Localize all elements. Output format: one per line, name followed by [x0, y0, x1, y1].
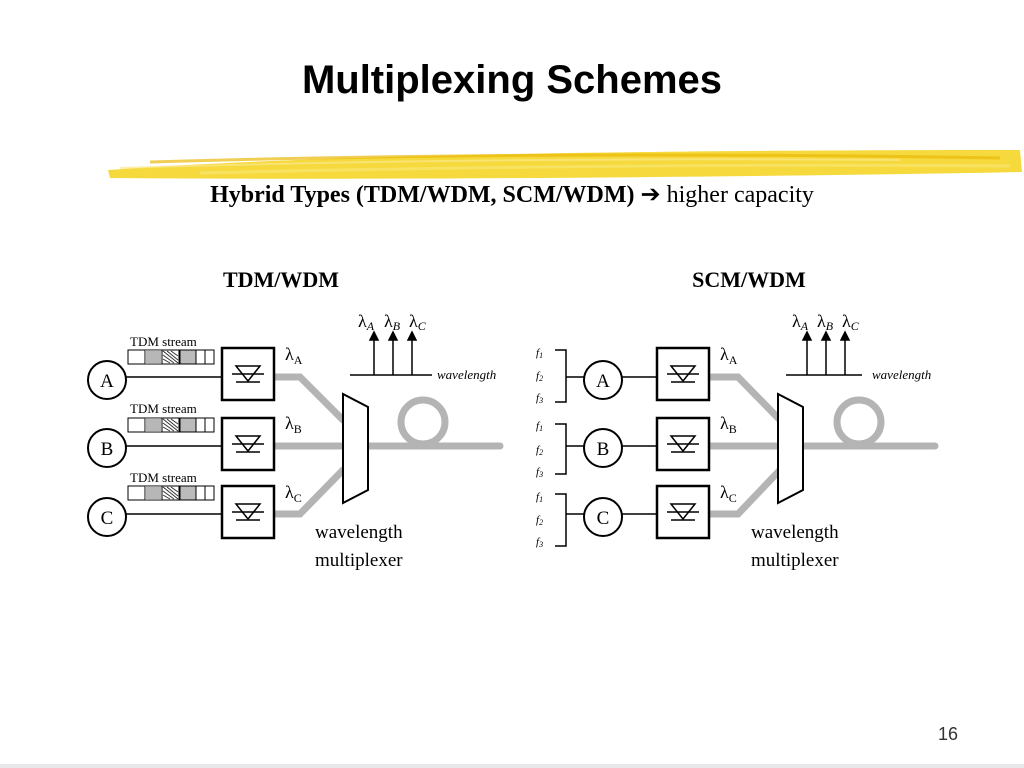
arrow-right-icon: ➔	[640, 182, 661, 208]
tdm-row-b: TDM stream B λB	[87, 401, 302, 472]
subtitle-higher-capacity: higher capacity	[666, 182, 814, 208]
svg-text:λB: λB	[720, 413, 737, 436]
svg-text:f2: f2	[536, 514, 543, 527]
tdm-spectrum: λA λB λC wavelength	[350, 311, 496, 382]
tdm-row-c: TDM stream C λC	[87, 470, 302, 540]
tdm-source-c: C	[101, 508, 114, 529]
tdm-wavelength-axis-label: wavelength	[437, 367, 496, 382]
svg-text:f3: f3	[536, 536, 543, 549]
scm-wdm-diagram: SCM/WDM λA λB λC wavelength	[536, 267, 939, 571]
scm-fibers	[706, 373, 939, 518]
tdm-source-b: B	[101, 439, 114, 460]
svg-text:f3: f3	[536, 466, 543, 479]
slide-title: Multiplexing Schemes	[301, 58, 723, 102]
scm-mux-label-2: multiplexer	[751, 550, 839, 571]
scm-spectrum: λA λB λC wavelength	[786, 311, 931, 382]
scm-row-c: f1 f2 f3 C λC	[536, 482, 737, 549]
scm-row-a: f1 f2 f3 A λA	[536, 344, 738, 405]
subtitle-hybrid-types: Hybrid Types (TDM/WDM, SCM/WDM)	[210, 182, 635, 208]
svg-text:f1: f1	[536, 420, 543, 433]
scm-source-b: B	[597, 439, 610, 460]
scm-row-b: f1 f2 f3 B λB	[536, 413, 737, 479]
footer-divider	[0, 764, 1024, 768]
svg-text:λA: λA	[358, 311, 375, 333]
svg-text:λB: λB	[817, 311, 834, 333]
tdm-wavelength-multiplexer	[342, 392, 369, 505]
scm-wavelength-axis-label: wavelength	[872, 367, 931, 382]
tdm-source-a: A	[100, 371, 114, 392]
tdm-row-a: TDM stream A λA	[87, 334, 303, 402]
slide-subtitle: Hybrid Types (TDM/WDM, SCM/WDM) ➔ higher…	[0, 180, 1024, 209]
svg-text:λC: λC	[285, 482, 302, 505]
svg-text:λC: λC	[720, 482, 737, 505]
tdm-heading: TDM/WDM	[223, 267, 339, 292]
highlighter-underline	[108, 150, 1022, 179]
svg-text:λC: λC	[842, 311, 860, 333]
tdm-mux-label-1: wavelength	[315, 522, 403, 543]
tdm-stream-label: TDM stream	[130, 401, 197, 416]
svg-text:λA: λA	[720, 344, 738, 367]
scm-wavelength-multiplexer	[777, 392, 804, 505]
tdm-fibers	[270, 373, 504, 518]
svg-text:λB: λB	[285, 413, 302, 436]
scm-heading: SCM/WDM	[692, 267, 806, 292]
page-number: 16	[937, 724, 958, 744]
svg-text:f1: f1	[536, 491, 543, 504]
scm-source-a: A	[596, 371, 610, 392]
tdm-stream-label: TDM stream	[130, 470, 197, 485]
svg-text:f3: f3	[536, 392, 543, 405]
tdm-mux-label-2: multiplexer	[315, 550, 403, 571]
svg-text:λC: λC	[409, 311, 427, 333]
svg-text:f2: f2	[536, 370, 543, 383]
svg-text:λB: λB	[384, 311, 401, 333]
scm-mux-label-1: wavelength	[751, 522, 839, 543]
svg-text:λA: λA	[285, 344, 303, 367]
tdm-stream-label: TDM stream	[130, 334, 197, 349]
svg-text:λA: λA	[792, 311, 809, 333]
tdm-wdm-diagram: TDM/WDM λA λB λC	[87, 267, 504, 571]
svg-text:f2: f2	[536, 444, 543, 457]
scm-source-c: C	[597, 508, 610, 529]
svg-text:f1: f1	[536, 347, 543, 360]
